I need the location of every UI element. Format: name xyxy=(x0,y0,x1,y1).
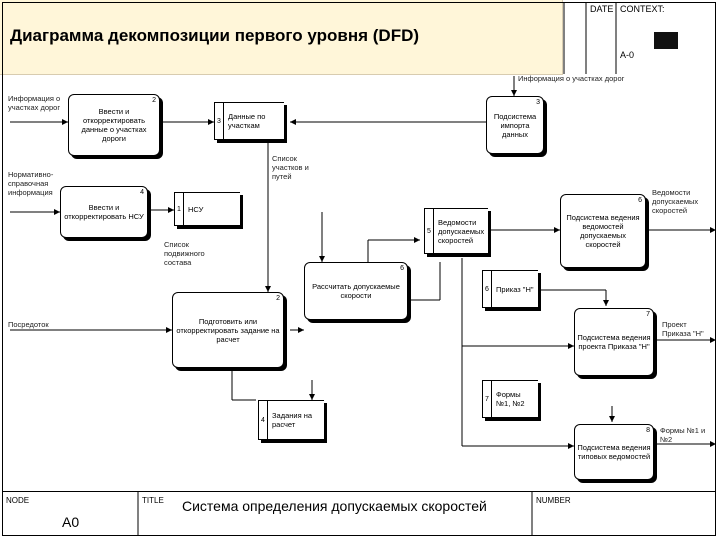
diagram-title-banner: Диаграмма декомпозиции первого уровня (D… xyxy=(0,0,563,75)
process-label: Подсистема ведения ведомостей допускаемы… xyxy=(566,213,640,249)
number-label: NUMBER xyxy=(536,496,571,505)
store-label: Задания на расчет xyxy=(272,411,313,429)
store-nsu: 1 НСУ xyxy=(174,192,240,226)
flow-label-rolling-stock: Список подвижного состава xyxy=(164,240,205,267)
process-label: Ввести и откорректировать НСУ xyxy=(64,203,144,221)
store-label: Формы №1, №2 xyxy=(496,390,525,408)
store-id: 7 xyxy=(483,381,492,417)
node-label: NODE xyxy=(6,496,30,505)
context-node: A-0 xyxy=(620,50,635,60)
diagram-title: Диаграмма декомпозиции первого уровня (D… xyxy=(10,26,420,45)
store-id: 5 xyxy=(425,209,434,253)
title-label: TITLE xyxy=(142,496,164,505)
process-number: 2 xyxy=(152,97,156,104)
process-enter-nsu: 4 Ввести и откорректировать НСУ xyxy=(60,186,148,238)
flow-label-out-forms: Формы №1 и №2 xyxy=(660,426,706,444)
store-id: 3 xyxy=(215,103,224,139)
process-prepare-task: 2 Подготовить или откорректировать задан… xyxy=(172,292,284,368)
flow-label-sections-list: Список участков и путей xyxy=(272,154,309,181)
process-calc-speeds: 6 Рассчитать допускаемые скорости xyxy=(304,262,408,320)
footer-bar: NODE A0 TITLE Система определения допуск… xyxy=(2,491,716,537)
date-label: DATE xyxy=(590,4,614,14)
process-number: 6 xyxy=(638,197,642,204)
flow-label-info-sections: Информация о участках дорог xyxy=(8,94,61,112)
store-id: 6 xyxy=(483,271,492,307)
process-label: Подсистема импорта данных xyxy=(493,111,537,139)
process-label: Рассчитать допускаемые скорости xyxy=(312,282,400,300)
store-forms: 7 Формы №1, №2 xyxy=(482,380,538,418)
document-title: Система определения допускаемых скоросте… xyxy=(182,498,487,514)
flow-label-norm-ref: Нормативно-справочная информация xyxy=(8,170,54,197)
process-enter-sections: 2 Ввести и откорректировать данные о уча… xyxy=(68,94,160,156)
process-label: Подсистема ведения проекта Приказа "Н" xyxy=(577,333,651,351)
process-number: 6 xyxy=(400,265,404,272)
context-thumbnail xyxy=(654,32,678,49)
process-label: Подсистема ведения типовых ведомостей xyxy=(577,443,651,461)
store-id: 4 xyxy=(259,401,268,439)
store-vedomosti: 5 Ведомости допускаемых скоростей xyxy=(424,208,488,254)
process-number: 2 xyxy=(276,295,280,302)
process-vedomosti: 6 Подсистема ведения ведомостей допускае… xyxy=(560,194,646,268)
store-label: Приказ "Н" xyxy=(496,284,534,294)
process-number: 8 xyxy=(646,427,650,434)
node-value: A0 xyxy=(62,514,80,530)
process-number: 4 xyxy=(140,189,144,196)
process-prikaz: 7 Подсистема ведения проекта Приказа "Н" xyxy=(574,308,654,376)
store-sections: 3 Данные по участкам xyxy=(214,102,284,140)
flow-label-out-vedomosti: Ведомости допускаемых скоростей xyxy=(652,188,699,215)
flow-label-source: Посредоток xyxy=(8,320,49,329)
store-label: Ведомости допускаемых скоростей xyxy=(438,217,485,245)
process-number: 7 xyxy=(646,311,650,318)
store-tasks: 4 Задания на расчет xyxy=(258,400,324,440)
process-number: 3 xyxy=(536,99,540,106)
store-label: НСУ xyxy=(188,204,204,214)
context-label: CONTEXT: xyxy=(620,4,665,14)
flow-label-out-prikaz: Проект Приказа "Н" xyxy=(662,320,704,338)
process-label: Ввести и откорректировать данные о участ… xyxy=(81,107,147,143)
store-label: Данные по участкам xyxy=(228,112,266,130)
process-typical: 8 Подсистема ведения типовых ведомостей xyxy=(574,424,654,480)
process-import: 3 Подсистема импорта данных xyxy=(486,96,544,154)
store-id: 1 xyxy=(175,193,184,225)
flow-label-external-info: Информация о участках дорог xyxy=(518,74,625,83)
process-label: Подготовить или откорректировать задание… xyxy=(176,316,280,344)
store-prikaz: 6 Приказ "Н" xyxy=(482,270,538,308)
